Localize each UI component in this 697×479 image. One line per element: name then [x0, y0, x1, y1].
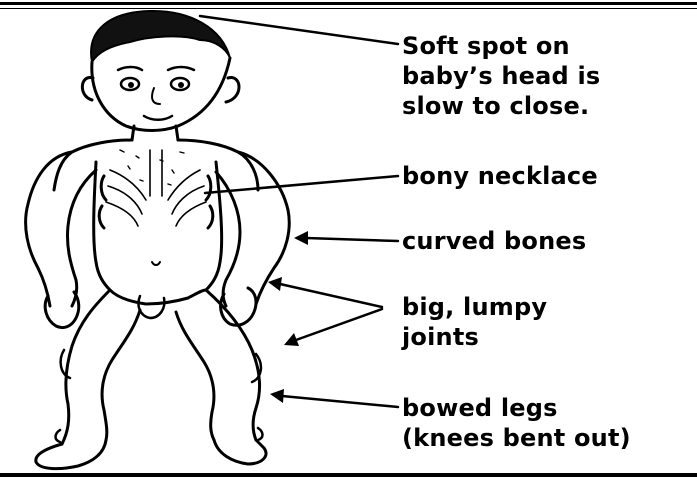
pointer-joints-lower	[296, 309, 382, 340]
navel	[152, 262, 160, 265]
left-hand	[45, 292, 79, 328]
right-foot	[214, 440, 266, 464]
label-lumpy-joints: big, lumpy joints	[402, 292, 547, 352]
rib-lines	[106, 150, 206, 226]
pointer-bowed-legs	[282, 396, 398, 407]
nose	[152, 88, 160, 104]
right-ear	[226, 78, 239, 102]
hips	[110, 290, 206, 304]
label-bony-necklace: bony necklace	[402, 161, 598, 191]
label-curved-bones: curved bones	[402, 226, 586, 256]
chest-stipple	[120, 150, 184, 185]
pointer-curved-bones	[306, 238, 398, 241]
hair	[91, 11, 230, 62]
label-soft-spot: Soft spot on baby’s head is slow to clos…	[402, 31, 600, 121]
bony-necklace	[99, 176, 213, 228]
left-arm	[26, 152, 96, 306]
pointer-soft-spot	[200, 16, 398, 44]
arrowhead-curved-bones	[294, 231, 308, 245]
genitals	[138, 296, 164, 318]
left-foot	[36, 440, 106, 469]
pointer-joints-upper	[280, 284, 382, 307]
torso-left	[54, 140, 132, 290]
arrowhead-bowed-legs	[270, 389, 284, 403]
ankle-bumps	[56, 428, 263, 442]
arrowhead-joints-upper	[268, 277, 282, 291]
left-leg	[62, 290, 140, 444]
right-brow	[168, 67, 194, 70]
pointer-bony-necklace	[205, 176, 398, 193]
label-bowed-legs: bowed legs (knees bent out)	[402, 393, 631, 453]
left-brow	[118, 67, 142, 70]
mouth	[144, 116, 172, 120]
right-leg	[176, 290, 259, 440]
torso-right	[178, 140, 258, 290]
